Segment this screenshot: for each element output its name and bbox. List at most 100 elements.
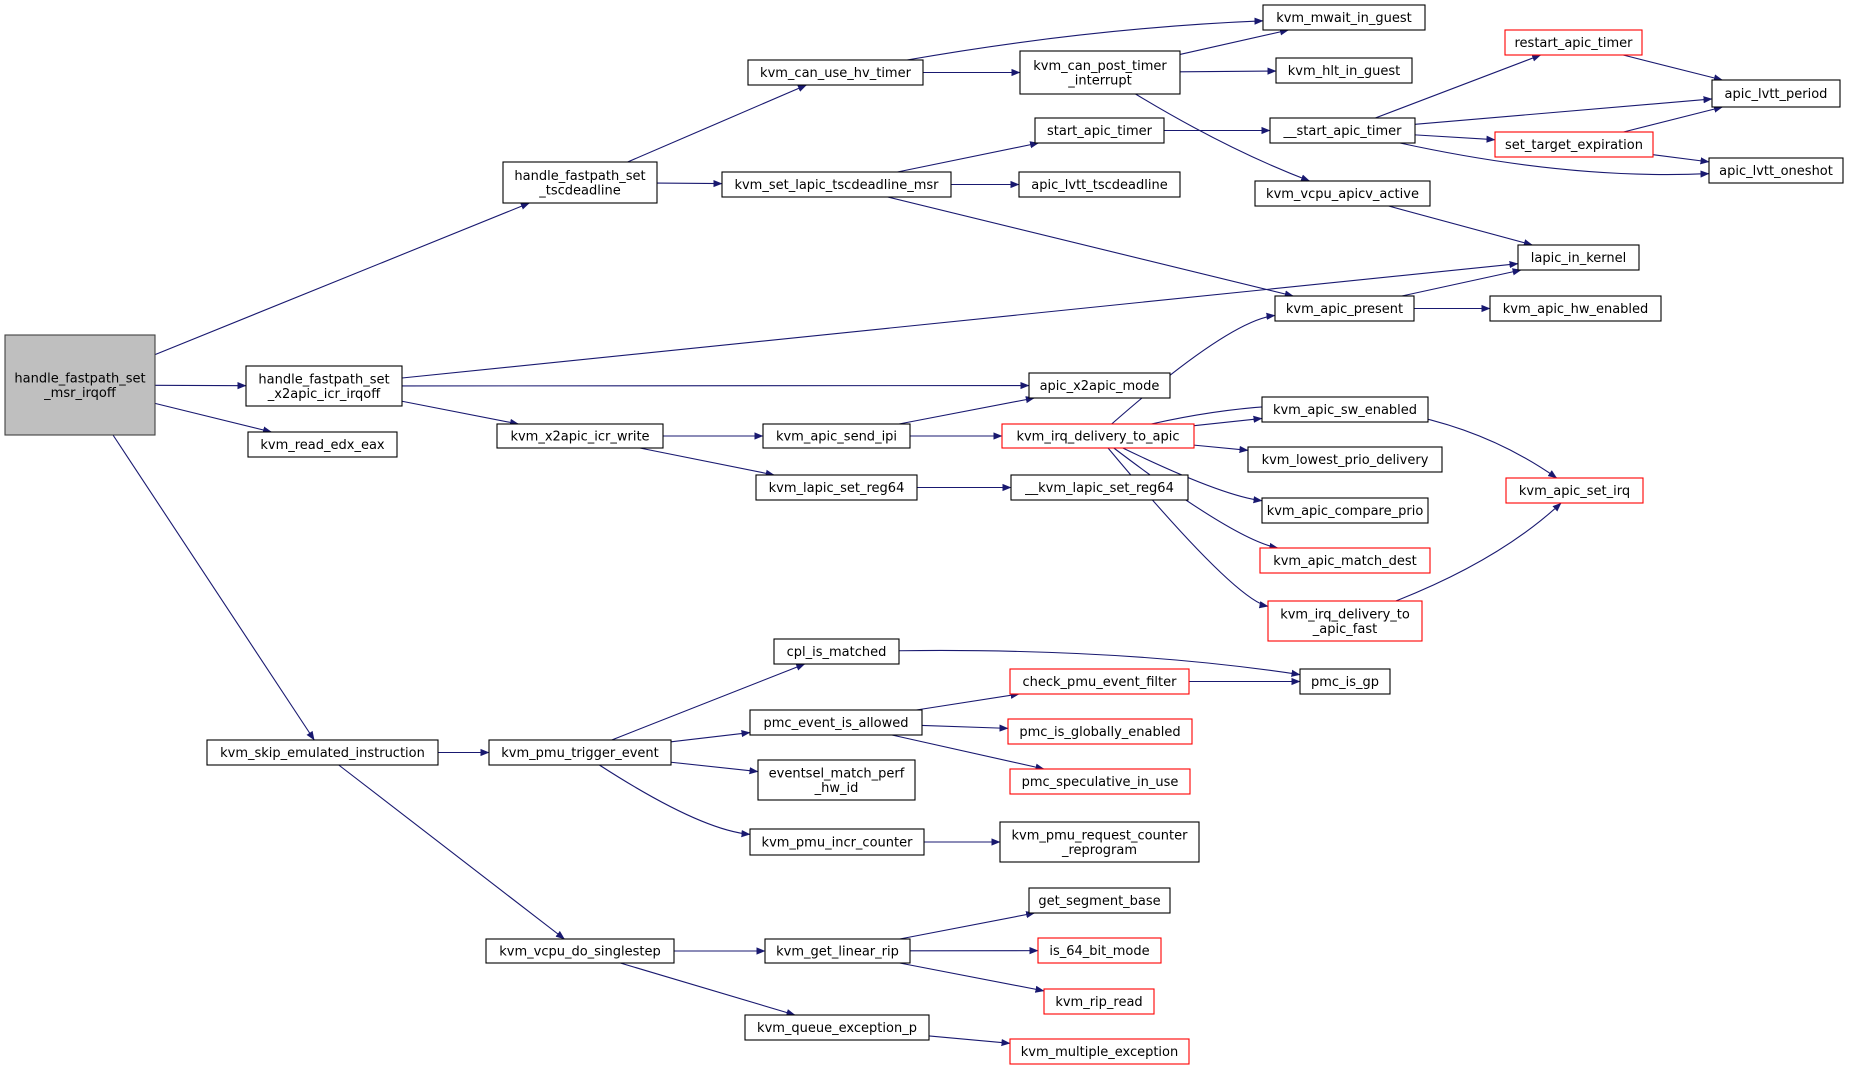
node-label: kvm_skip_emulated_instruction bbox=[220, 746, 425, 761]
node-label: kvm_multiple_exception bbox=[1021, 1045, 1179, 1060]
node-label: kvm_mwait_in_guest bbox=[1276, 11, 1412, 26]
node-label: apic_lvtt_tscdeadline bbox=[1031, 178, 1167, 193]
node-incr[interactable]: kvm_pmu_incr_counter bbox=[749, 828, 925, 856]
edge-set_tsc_msr-to-start_apic bbox=[897, 141, 1040, 173]
node-lvtt-tsc[interactable]: apic_lvtt_tscdeadline bbox=[1018, 171, 1181, 198]
node-hfs-icr[interactable]: handle_fastpath_set_x2apic_icr_irqoff bbox=[245, 365, 403, 407]
edge-evt_allowed-to-glob_en bbox=[921, 724, 1009, 732]
node-queue-exc[interactable]: kvm_queue_exception_p bbox=[744, 1014, 930, 1041]
node-box bbox=[245, 365, 403, 407]
node-lowest[interactable]: kvm_lowest_prio_delivery bbox=[1247, 446, 1443, 473]
node-restart[interactable]: restart_apic_timer bbox=[1504, 29, 1643, 56]
node-lin-rip[interactable]: kvm_get_linear_rip bbox=[764, 938, 911, 964]
node-is64[interactable]: is_64_bit_mode bbox=[1037, 937, 1162, 964]
node-pmu-trigger[interactable]: kvm_pmu_trigger_event bbox=[488, 739, 672, 766]
node-box bbox=[1043, 988, 1155, 1015]
node-set-irq[interactable]: kvm_apic_set_irq bbox=[1505, 477, 1644, 504]
node-label: kvm_apic_sw_enabled bbox=[1273, 403, 1417, 418]
edge-root-to-read_edx bbox=[154, 402, 272, 434]
node-set-target[interactable]: set_target_expiration bbox=[1494, 131, 1654, 158]
node-label: pmc_is_gp bbox=[1311, 675, 1379, 690]
node-mult-exc[interactable]: kvm_multiple_exception bbox=[1009, 1038, 1190, 1065]
node-seg-base[interactable]: get_segment_base bbox=[1028, 887, 1171, 914]
node-cpl[interactable]: cpl_is_matched bbox=[773, 638, 900, 665]
node-box bbox=[485, 938, 675, 964]
node-apicv-active[interactable]: kvm_vcpu_apicv_active bbox=[1254, 180, 1431, 207]
node-box bbox=[1018, 171, 1181, 198]
node-set-reg64[interactable]: kvm_lapic_set_reg64 bbox=[755, 474, 918, 501]
node-mwait[interactable]: kvm_mwait_in_guest bbox=[1262, 4, 1426, 31]
node-label: kvm_rip_read bbox=[1055, 995, 1142, 1010]
node-rip-read[interactable]: kvm_rip_read bbox=[1043, 988, 1155, 1015]
node-read-edx[interactable]: kvm_read_edx_eax bbox=[247, 431, 398, 458]
edge-pmu_trigger-to-evsel bbox=[670, 761, 759, 775]
node-label: get_segment_base bbox=[1038, 894, 1160, 909]
node-start[interactable]: __start_apic_timer bbox=[1269, 117, 1416, 144]
node-box bbox=[4, 334, 156, 436]
node-label: is_64_bit_mode bbox=[1049, 944, 1149, 959]
node-box bbox=[1259, 547, 1431, 574]
node-apic-present[interactable]: kvm_apic_present bbox=[1274, 295, 1415, 322]
node-hfs-tsc[interactable]: handle_fastpath_set_tscdeadline bbox=[502, 161, 658, 204]
node-box bbox=[1010, 474, 1189, 501]
node-label: kvm_read_edx_eax bbox=[260, 438, 385, 453]
node-irq-deliv[interactable]: kvm_irq_delivery_to_apic bbox=[1001, 423, 1195, 449]
node-label: kvm_apic_hw_enabled bbox=[1503, 302, 1649, 317]
node-root[interactable]: handle_fastpath_set_msr_irqoff bbox=[4, 334, 156, 436]
node-pmc-is-gp[interactable]: pmc_is_gp bbox=[1299, 668, 1391, 695]
edge-irq_deliv-to-match_dest bbox=[1113, 447, 1279, 550]
edge-can_post-to-apicv_active bbox=[1135, 93, 1311, 182]
edge-set_target-to-lvtt_oneshot bbox=[1652, 154, 1710, 165]
node-label: __start_apic_timer bbox=[1283, 124, 1403, 139]
node-deliv-fast[interactable]: kvm_irq_delivery_to_apic_fast bbox=[1267, 600, 1423, 642]
node-set-reg64[interactable]: __kvm_lapic_set_reg64 bbox=[1010, 474, 1189, 501]
node-can-use-hv[interactable]: kvm_can_use_hv_timer bbox=[747, 59, 924, 86]
node-label: check_pmu_event_filter bbox=[1023, 675, 1178, 690]
node-box bbox=[744, 1014, 930, 1041]
node-x2-icr-write[interactable]: kvm_x2apic_icr_write bbox=[496, 423, 664, 449]
edge-apicv_active-to-lapic_in_kernel bbox=[1388, 205, 1533, 247]
node-label: handle_fastpath_set bbox=[514, 169, 645, 184]
node-x2-mode[interactable]: apic_x2apic_mode bbox=[1028, 372, 1171, 399]
node-label: kvm_can_use_hv_timer bbox=[760, 66, 912, 81]
node-lvtt-oneshot[interactable]: apic_lvtt_oneshot bbox=[1708, 157, 1844, 184]
edge-__start-to-lvtt_period bbox=[1414, 96, 1713, 125]
node-evsel[interactable]: eventsel_match_perf_hw_id bbox=[757, 759, 916, 801]
node-hw-enabled[interactable]: kvm_apic_hw_enabled bbox=[1489, 295, 1662, 322]
edge-__start-to-restart bbox=[1375, 54, 1542, 119]
node-box bbox=[1708, 157, 1844, 184]
node-cmp-prio[interactable]: kvm_apic_compare_prio bbox=[1261, 497, 1429, 524]
node-check-filter[interactable]: check_pmu_event_filter bbox=[1009, 668, 1190, 695]
node-sw-enabled[interactable]: kvm_apic_sw_enabled bbox=[1261, 396, 1429, 423]
node-label: kvm_apic_compare_prio bbox=[1267, 504, 1424, 519]
node-box bbox=[1275, 57, 1413, 84]
node-send-ipi[interactable]: kvm_apic_send_ipi bbox=[762, 423, 911, 449]
node-label: kvm_vcpu_do_singlestep bbox=[499, 945, 661, 960]
node-req-reprog[interactable]: kvm_pmu_request_counter_reprogram bbox=[999, 821, 1200, 863]
node-box bbox=[1517, 244, 1640, 271]
node-box bbox=[749, 709, 923, 736]
node-box bbox=[502, 161, 658, 204]
node-label: pmc_speculative_in_use bbox=[1022, 775, 1179, 790]
node-label: kvm_vcpu_apicv_active bbox=[1266, 187, 1419, 202]
node-evt-allowed[interactable]: pmc_event_is_allowed bbox=[749, 709, 923, 736]
node-start-apic[interactable]: start_apic_timer bbox=[1034, 117, 1165, 144]
node-box bbox=[764, 938, 911, 964]
node-label: set_target_expiration bbox=[1505, 138, 1643, 153]
node-label: pmc_is_globally_enabled bbox=[1019, 725, 1180, 740]
node-box bbox=[247, 431, 398, 458]
node-hlt[interactable]: kvm_hlt_in_guest bbox=[1275, 57, 1413, 84]
node-glob-en[interactable]: pmc_is_globally_enabled bbox=[1007, 718, 1193, 745]
node-set-tsc-msr[interactable]: kvm_set_lapic_tscdeadline_msr bbox=[721, 171, 952, 198]
node-can-post[interactable]: kvm_can_post_timer_interrupt bbox=[1019, 50, 1181, 95]
edge-singlestep-to-queue_exc bbox=[620, 962, 796, 1017]
node-lvtt-period[interactable]: apic_lvtt_period bbox=[1711, 79, 1841, 108]
node-label: cpl_is_matched bbox=[787, 645, 887, 660]
node-singlestep[interactable]: kvm_vcpu_do_singlestep bbox=[485, 938, 675, 964]
node-skip-emul[interactable]: kvm_skip_emulated_instruction bbox=[206, 739, 439, 766]
node-match-dest[interactable]: kvm_apic_match_dest bbox=[1259, 547, 1431, 574]
node-lapic-in-kernel[interactable]: lapic_in_kernel bbox=[1517, 244, 1640, 271]
node-label: kvm_apic_match_dest bbox=[1273, 554, 1417, 569]
node-spec[interactable]: pmc_speculative_in_use bbox=[1009, 768, 1191, 795]
